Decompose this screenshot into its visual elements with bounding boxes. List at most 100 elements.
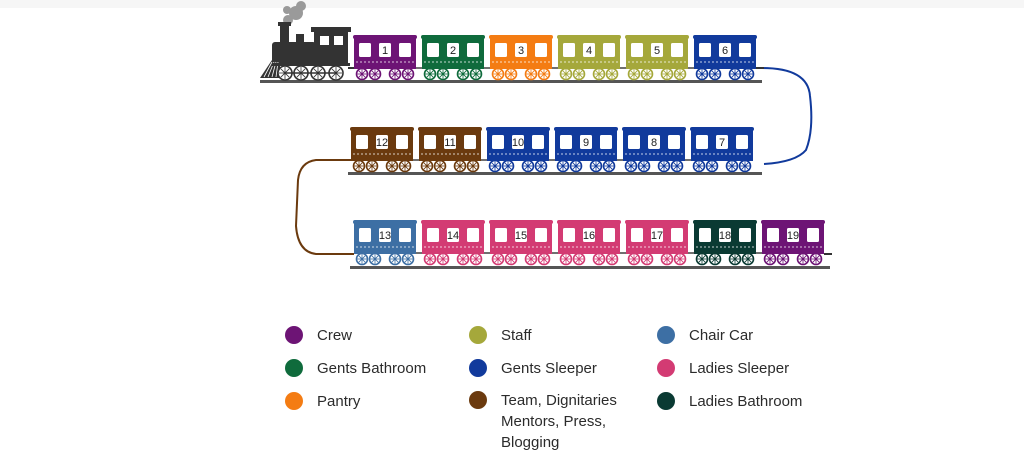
wheel-hub — [474, 72, 478, 76]
legend-item-gents-sleeper: Gents Sleeper — [469, 358, 597, 380]
coach-number-plate — [651, 228, 663, 242]
coach-window — [671, 228, 683, 242]
coach-window — [739, 228, 751, 242]
wheel-hub — [665, 72, 669, 76]
coach-number: 13 — [379, 230, 391, 242]
legend-swatch-pantry — [285, 392, 303, 410]
coach-window — [631, 228, 643, 242]
coach-2: 2 — [421, 35, 490, 81]
coach-number: 9 — [583, 137, 589, 149]
locomotive-icon — [260, 1, 356, 81]
wheel-hub — [597, 72, 601, 76]
coach-number: 16 — [583, 230, 595, 242]
legend-label-ladies-sleeper: Ladies Sleeper — [689, 360, 790, 377]
wheel-hub — [509, 72, 513, 76]
coach-5: 5 — [625, 35, 694, 81]
wheel-hub — [360, 72, 364, 76]
coach-12: 12 — [350, 127, 419, 173]
engine-frame — [272, 63, 350, 66]
coach-15: 15 — [489, 220, 558, 266]
track-row-3 — [350, 266, 830, 269]
legend-item-pantry: Pantry — [285, 391, 360, 413]
coach-underframe — [354, 251, 416, 254]
legend-label-crew: Crew — [317, 327, 353, 344]
wheel-hub — [441, 72, 445, 76]
coach-number-plate — [515, 228, 527, 242]
coach-window — [603, 43, 615, 57]
coach-number-plate — [515, 43, 527, 57]
legend-label-gents-bathroom: Gents Bathroom — [317, 360, 427, 377]
coach-number-plate — [716, 135, 728, 149]
wheel-hub — [474, 257, 478, 261]
coach-window — [671, 43, 683, 57]
wheel-hub — [632, 72, 636, 76]
coach-11: 11 — [418, 127, 487, 173]
wheel-hub — [597, 257, 601, 261]
wheel-hub — [393, 72, 397, 76]
wheel-hub — [678, 257, 682, 261]
wheel-hub — [539, 164, 543, 168]
coach-number-plate — [379, 228, 391, 242]
wheel-hub — [607, 164, 611, 168]
coach-6: 6 — [693, 35, 757, 81]
smoke-puff — [283, 6, 291, 14]
coach-underframe — [762, 251, 824, 254]
coach-window — [399, 43, 411, 57]
coach-number-plate — [447, 43, 459, 57]
legend-label-chair-car: Chair Car — [689, 327, 754, 344]
coach-window — [631, 43, 643, 57]
coach-underframe — [623, 158, 685, 161]
legend-item-team: Team, Dignitaries Mentors, Press, Bloggi… — [469, 390, 641, 451]
coach-window — [696, 135, 708, 149]
boiler — [272, 42, 316, 64]
coach-number: 18 — [719, 230, 731, 242]
coach-window — [495, 43, 507, 57]
coach-window — [739, 43, 751, 57]
coach-number: 4 — [586, 45, 592, 57]
coach-1: 1 — [353, 35, 422, 81]
chimney-cap — [278, 22, 291, 26]
wheel-hub — [642, 164, 646, 168]
wheel-hub — [733, 257, 737, 261]
coach-number: 7 — [719, 137, 725, 149]
wheel-hub — [574, 164, 578, 168]
coach-number-plate — [719, 43, 731, 57]
wheel-hub — [441, 257, 445, 261]
coach-window — [356, 135, 368, 149]
wheel-hub — [390, 164, 394, 168]
coach-underframe — [490, 251, 552, 254]
coach-window — [736, 135, 748, 149]
coach-number-plate — [651, 43, 663, 57]
coach-16: 16 — [557, 220, 626, 266]
coach-number: 12 — [376, 137, 388, 149]
wheel-hub — [360, 257, 364, 261]
wheel-hub — [529, 257, 533, 261]
coach-8: 8 — [622, 127, 691, 173]
wheel-hub — [678, 72, 682, 76]
cab-window — [334, 36, 343, 45]
legend-swatch-ladies-sleeper — [657, 359, 675, 377]
wheel-hub — [610, 257, 614, 261]
coach-4: 4 — [557, 35, 626, 81]
legend-item-gents-bathroom: Gents Bathroom — [285, 358, 426, 380]
coach-window — [767, 228, 779, 242]
wheel-hub — [373, 72, 377, 76]
chimney — [280, 24, 289, 42]
coach-number: 2 — [450, 45, 456, 57]
coach-window — [628, 135, 640, 149]
wheel-hub — [645, 257, 649, 261]
coach-underframe — [490, 66, 552, 69]
coach-window — [424, 135, 436, 149]
wheel-hub — [710, 164, 714, 168]
cab-roof — [311, 27, 351, 32]
wheel-hub — [733, 72, 737, 76]
track-row-2 — [348, 172, 762, 175]
coach-underframe — [419, 158, 481, 161]
wheel-hub — [801, 257, 805, 261]
wheel-hub — [713, 72, 717, 76]
coach-17: 17 — [625, 220, 694, 266]
coach-10: 10 — [486, 127, 555, 173]
wheel-hub — [542, 257, 546, 261]
coach-window — [532, 135, 544, 149]
connector-row2-row3 — [294, 159, 354, 255]
